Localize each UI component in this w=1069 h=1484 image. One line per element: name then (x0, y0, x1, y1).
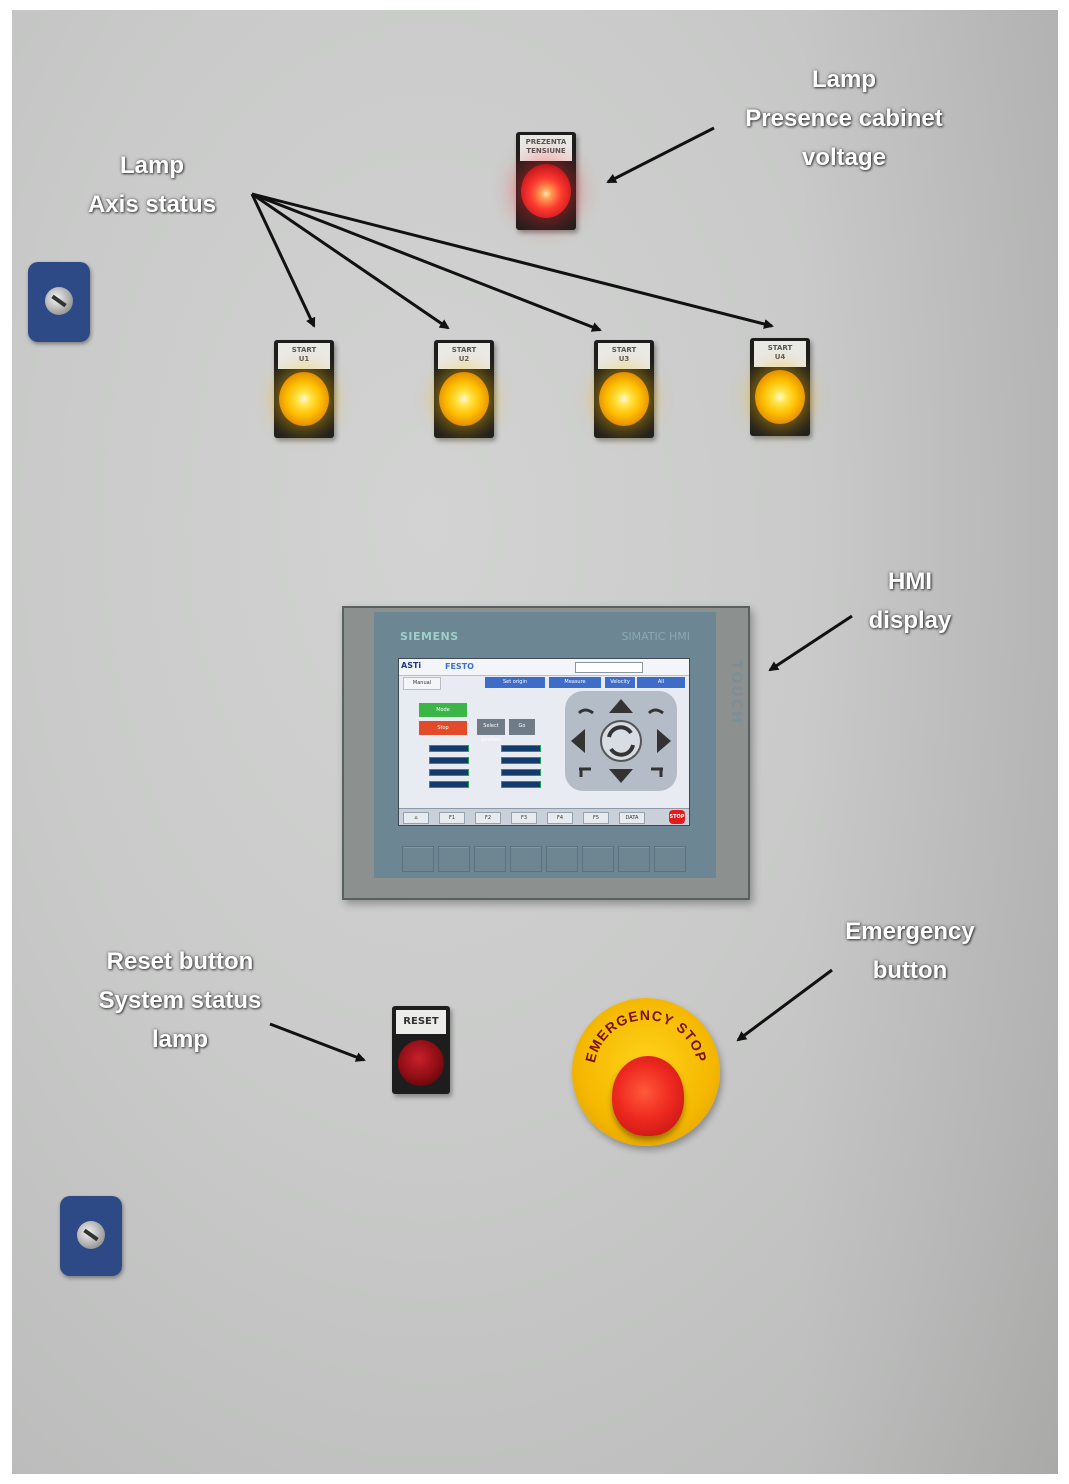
label-hmi-display: HMI display (850, 562, 970, 640)
yellow-lamp-light (599, 372, 649, 426)
label-line: lamp (151, 1026, 208, 1053)
function-key[interactable] (510, 846, 542, 872)
go-button[interactable]: Go (509, 719, 535, 735)
label-cabinet-voltage: Lamp Presence cabinet voltage (724, 60, 964, 177)
screen-tab-measure[interactable]: Measure (549, 677, 601, 688)
screen-key-4[interactable]: F4 (547, 812, 573, 824)
axis-lamp-3: START U3 (594, 340, 654, 438)
label-line: voltage (801, 144, 887, 171)
hmi-touch-screen[interactable]: ASTi FESTO Manual Set origin Measure Vel… (398, 658, 690, 826)
reset-button-unit: RESET (392, 1006, 450, 1094)
axis-position-value (429, 781, 469, 788)
lamp-plate: START U2 (438, 343, 490, 369)
hmi-model: SIMATIC HMI (621, 630, 690, 643)
hmi-touch-label: TOUCH (728, 660, 744, 725)
label-line: System status (98, 987, 262, 1014)
cabinet-voltage-lamp: PREZENTA TENSIUNE (516, 132, 576, 230)
screen-key-5[interactable]: F5 (583, 812, 609, 824)
axis-speed-value (501, 769, 541, 776)
screen-logo: ASTi (401, 661, 422, 670)
arrow-reset (269, 1022, 366, 1062)
function-key[interactable] (546, 846, 578, 872)
arrow-axis-4 (251, 192, 774, 329)
axis-lamp-2: START U2 (434, 340, 494, 438)
jog-control-pad[interactable] (559, 691, 683, 791)
screen-footer: ⌂ F1 F2 F3 F4 F5 DATA STOP (399, 808, 689, 825)
screen-key-2[interactable]: F2 (475, 812, 501, 824)
label-line: Axis status (87, 191, 217, 218)
label-line: HMI (888, 568, 932, 595)
arrow-voltage (606, 126, 715, 184)
axis-position-value (429, 757, 469, 764)
function-key[interactable] (402, 846, 434, 872)
home-icon[interactable]: ⌂ (403, 812, 429, 824)
axis-lamp-1: START U1 (274, 340, 334, 438)
stop-mode-button[interactable]: Stop (419, 721, 467, 735)
emergency-stop-button[interactable] (612, 1056, 684, 1136)
lamp-plate: PREZENTA TENSIUNE (520, 135, 572, 161)
label-line: Reset button (106, 948, 254, 975)
reset-plate: RESET (396, 1010, 446, 1034)
arrow-hmi (768, 614, 853, 672)
cabinet-key-lock-bottom[interactable] (60, 1196, 122, 1276)
hmi-panel: SIEMENS SIMATIC HMI ASTi FESTO Manual Se… (342, 606, 750, 900)
label-axis-status: Lamp Axis status (72, 146, 232, 224)
hmi-brand: SIEMENS (400, 630, 459, 643)
emergency-stop: EMERGENCY STOP (572, 998, 720, 1146)
label-emergency: Emergency button (830, 912, 990, 990)
arrow-axis-3 (251, 192, 602, 332)
label-line: display (868, 607, 952, 634)
screen-select[interactable] (575, 662, 643, 673)
lamp-plate: START U3 (598, 343, 650, 369)
lamp-plate: START U1 (278, 343, 330, 369)
arrow-axis-1 (250, 193, 316, 328)
lock-icon (77, 1221, 105, 1249)
axis-position-value (429, 769, 469, 776)
screen-key-1[interactable]: F1 (439, 812, 465, 824)
axis-position-value (429, 745, 469, 752)
label-line: Lamp (811, 66, 876, 93)
function-key[interactable] (438, 846, 470, 872)
label-reset: Reset button System status lamp (80, 942, 280, 1059)
select-position-button[interactable]: Select position (477, 719, 505, 743)
screen-stop-button[interactable]: STOP (669, 810, 685, 824)
arrow-axis-2 (251, 192, 450, 330)
screen-tab-set-origin[interactable]: Set origin (485, 677, 545, 688)
reset-button[interactable] (398, 1040, 444, 1086)
label-line: Presence cabinet (745, 105, 943, 132)
axis-speed-value (501, 745, 541, 752)
cabinet-key-lock-top[interactable] (28, 262, 90, 342)
function-key[interactable] (618, 846, 650, 872)
hmi-bezel: SIEMENS SIMATIC HMI ASTi FESTO Manual Se… (374, 612, 716, 878)
yellow-lamp-light (439, 372, 489, 426)
screen-key-data[interactable]: DATA (619, 812, 645, 824)
axis-speed-value (501, 757, 541, 764)
screen-tab-velocity[interactable]: Velocity (605, 677, 635, 688)
screen-header: ASTi FESTO (399, 659, 689, 676)
function-key[interactable] (582, 846, 614, 872)
label-line: button (872, 957, 948, 984)
lock-icon (45, 287, 73, 315)
screen-key-3[interactable]: F3 (511, 812, 537, 824)
mode-button[interactable]: Mode (419, 703, 467, 717)
function-key[interactable] (474, 846, 506, 872)
hmi-function-keys (402, 846, 692, 872)
screen-tabs: Manual Set origin Measure Velocity All (399, 677, 689, 690)
axis-speed-value (501, 781, 541, 788)
screen-tab-manual[interactable]: Manual (403, 677, 441, 690)
function-key[interactable] (654, 846, 686, 872)
screen-tab-all[interactable]: All (637, 677, 685, 688)
yellow-lamp-light (755, 370, 805, 424)
screen-logo-festo: FESTO (445, 662, 474, 671)
label-line: Lamp (119, 152, 184, 179)
yellow-lamp-light (279, 372, 329, 426)
arrow-estop (736, 968, 833, 1042)
red-lamp-light (521, 164, 571, 218)
electrical-cabinet-door: PREZENTA TENSIUNE START U1 START U2 STAR… (12, 10, 1058, 1474)
label-line: Emergency (845, 918, 975, 945)
jog-arrows-icon (571, 699, 671, 783)
emergency-stop-label: EMERGENCY STOP (582, 1007, 709, 1064)
